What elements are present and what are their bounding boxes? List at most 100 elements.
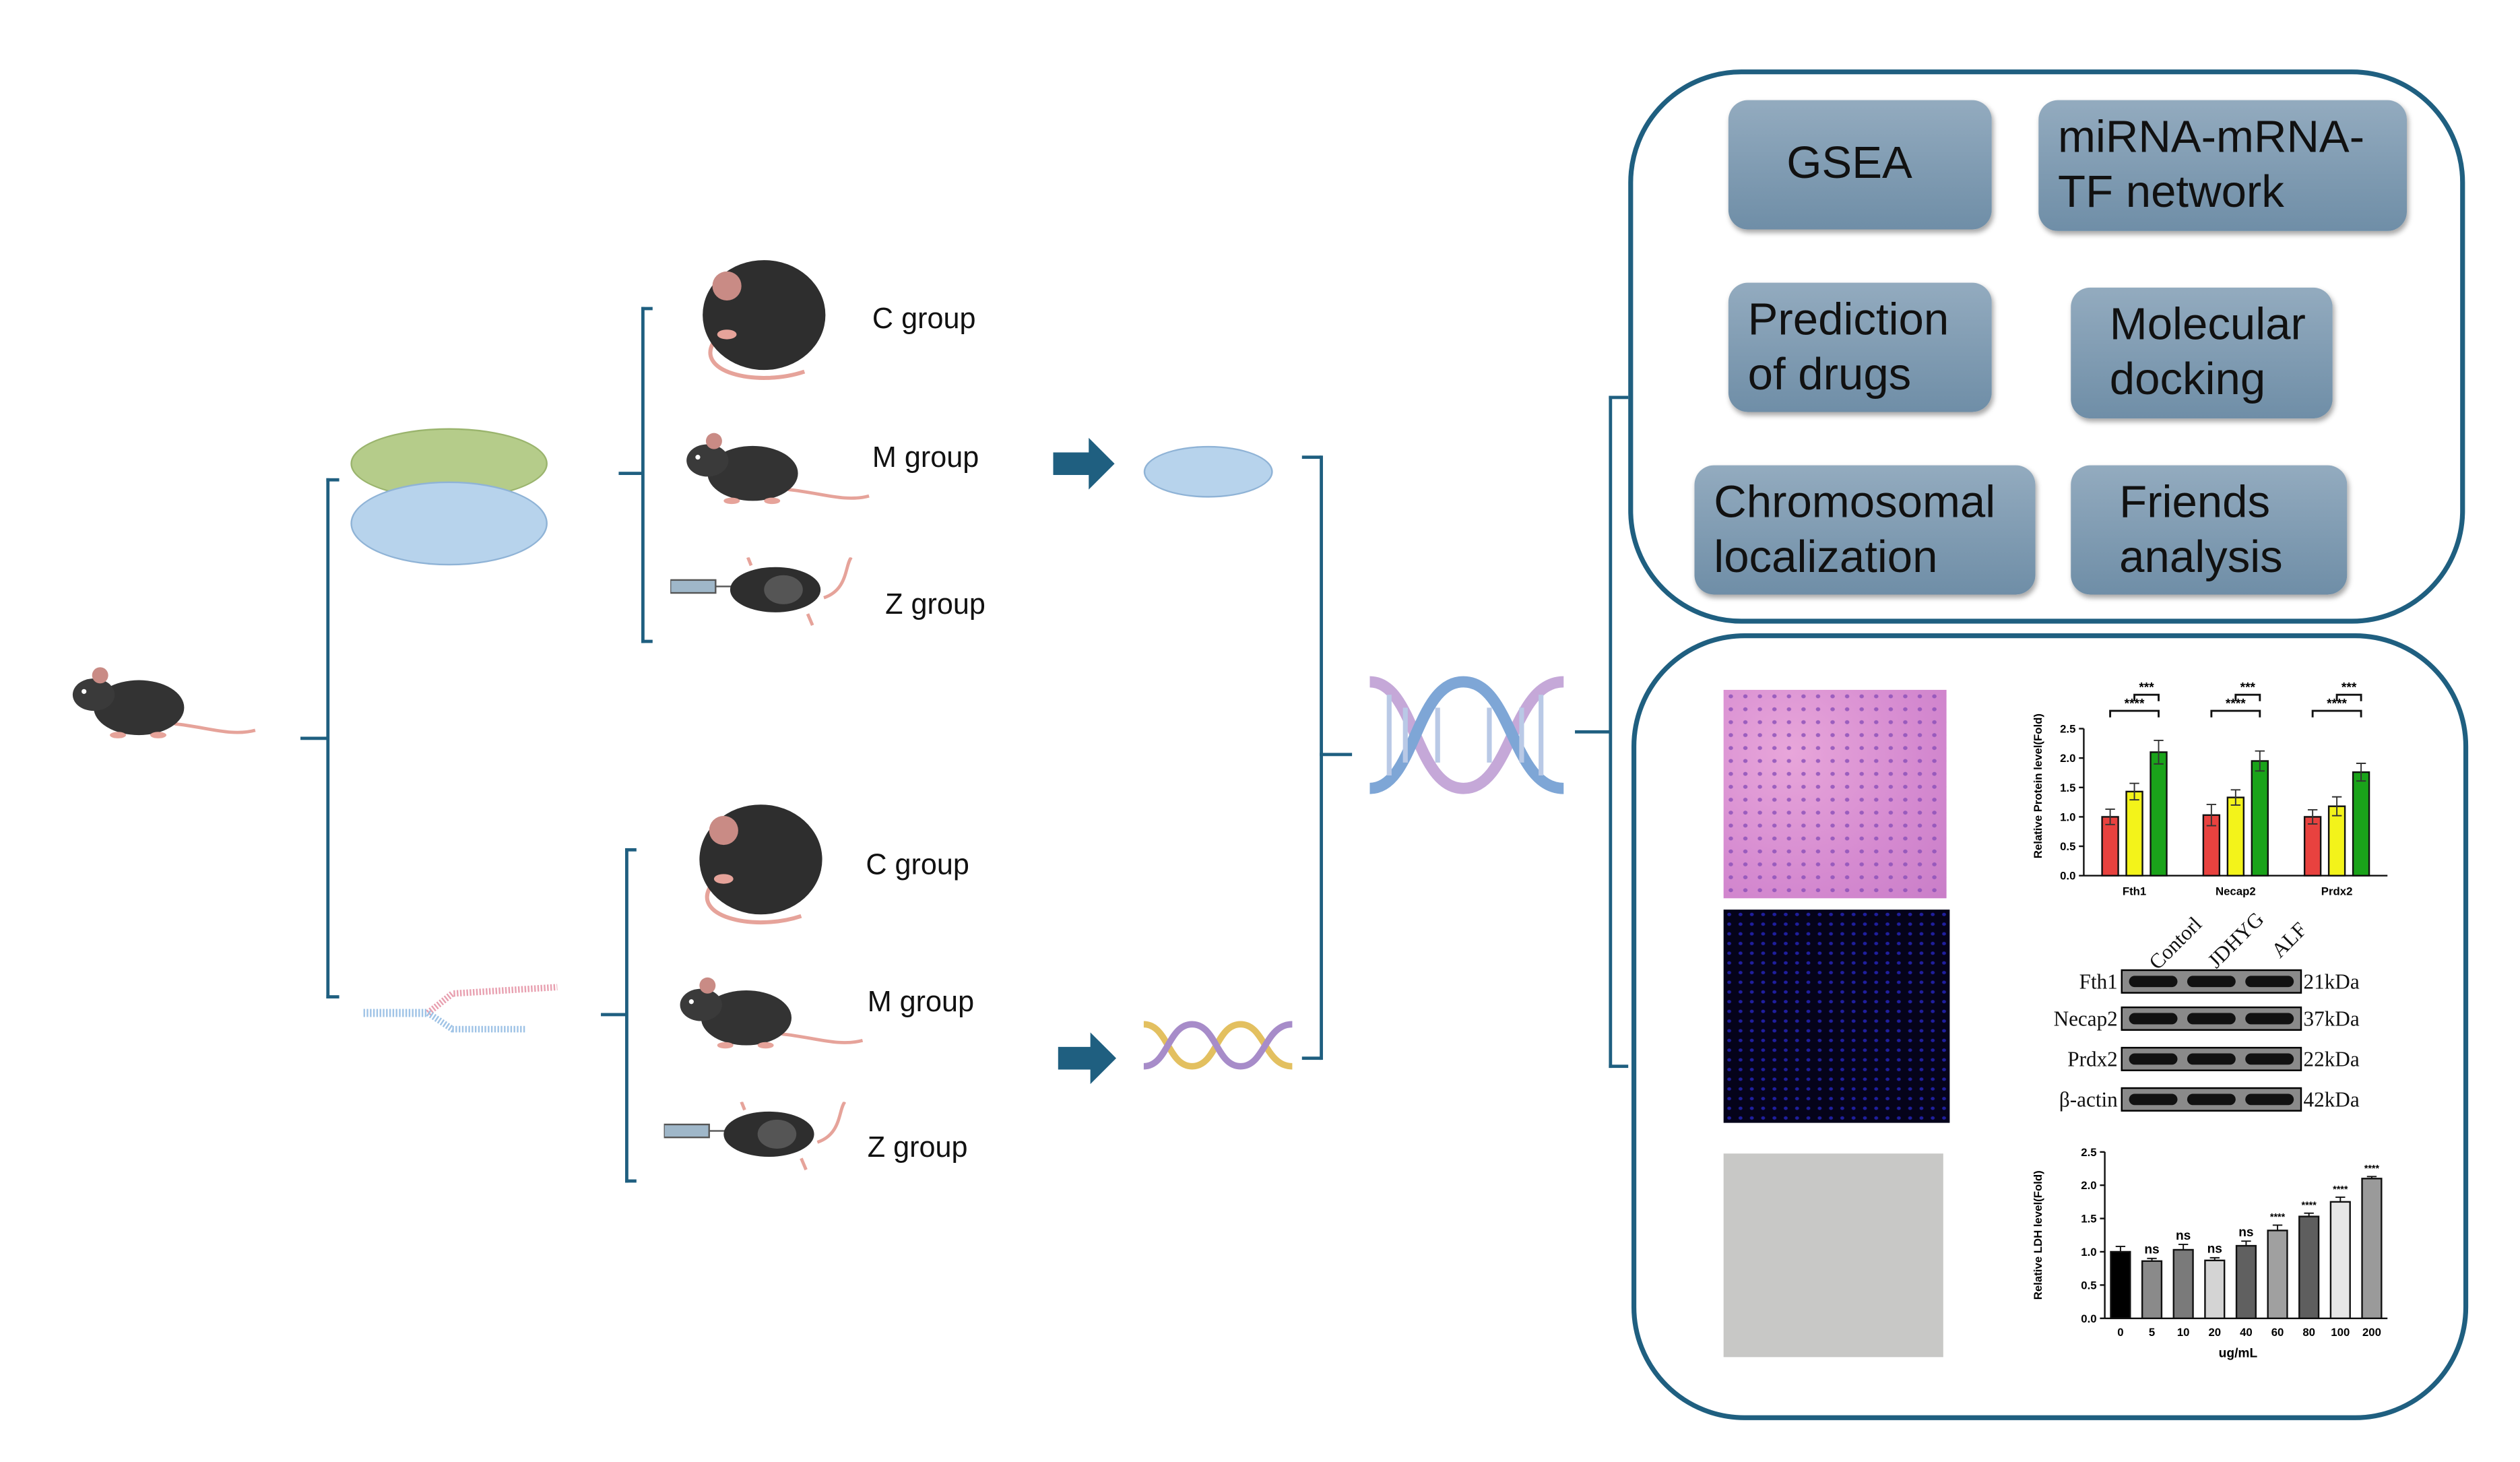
blot-band [2187, 976, 2236, 988]
y-tick-label: 1.0 [2081, 1246, 2096, 1259]
blot-size-label: 21kDa [2303, 969, 2360, 994]
blot-band [2129, 1093, 2178, 1106]
significance-label: *** [2341, 680, 2357, 695]
error-bar [2115, 1246, 2126, 1252]
y-axis-label: Relative Protein level(Fold) [2032, 713, 2044, 858]
bar [2172, 1248, 2194, 1319]
bar [2226, 796, 2245, 877]
y-axis-label: Relative LDH level(Fold) [2032, 1170, 2044, 1300]
error-bar [2230, 789, 2241, 806]
mouse-c-icon [691, 251, 837, 388]
error-bar [2255, 750, 2265, 772]
blot-band [2245, 1013, 2294, 1025]
significance-label: **** [2270, 1212, 2286, 1223]
x-tick-label: 200 [2362, 1326, 2381, 1339]
analysis-chromosomal-localization: Chromosomal localization [1694, 465, 2036, 595]
bioinformatics-panel [1628, 69, 2465, 624]
blot-strip [2121, 1006, 2302, 1031]
blot-size-label: 42kDa [2303, 1087, 2360, 1112]
rna-strand-icon [363, 984, 558, 1033]
bracket-tick [641, 639, 653, 643]
analysis-friends: Friends analysis [2071, 465, 2348, 595]
tissue-ellipse-blue [350, 481, 548, 566]
mouse-injection-icon [664, 1102, 850, 1207]
significance-bracket [2335, 693, 2362, 701]
dna-helix-icon [1369, 676, 1565, 794]
x-tick-label: 0 [2117, 1326, 2123, 1339]
bar [2267, 1230, 2288, 1319]
bar [2361, 1178, 2383, 1319]
sample-ellipse [1143, 445, 1273, 498]
error-bar [2356, 763, 2366, 782]
arrow-right-icon [1058, 1032, 1117, 1085]
group-label-z: Z group [867, 1131, 968, 1164]
x-tick-label: 60 [2271, 1326, 2284, 1339]
bracket-tick [326, 478, 340, 482]
error-bar [2209, 1257, 2220, 1261]
significance-label: ns [2144, 1243, 2159, 1257]
bracket-tick [1301, 455, 1322, 459]
he-stain-image [1723, 689, 1947, 899]
validation-panel [1631, 633, 2469, 1420]
blot-band [2129, 1013, 2178, 1025]
error-bar [2206, 804, 2217, 827]
blot-strip [2121, 1087, 2302, 1112]
y-tick-label: 1.5 [2081, 1213, 2096, 1226]
x-tick-label: 20 [2208, 1326, 2221, 1339]
error-bar [2105, 808, 2115, 825]
y-tick-label: 2.5 [2060, 722, 2075, 735]
y-tick-label: 2.0 [2060, 752, 2075, 765]
y-tick-label: 1.0 [2060, 811, 2075, 823]
bar [2303, 816, 2322, 877]
bracket-tick [326, 995, 340, 998]
arrow-right-icon [1053, 437, 1115, 490]
y-tick-label: 0.0 [2060, 870, 2075, 883]
error-bar [2178, 1244, 2189, 1250]
significance-label: ns [2238, 1226, 2253, 1240]
x-tick-label: Necap2 [2216, 885, 2256, 897]
mouse-m-icon [675, 412, 877, 509]
blot-protein-label: Necap2 [2053, 1006, 2118, 1031]
bar [2150, 751, 2168, 877]
bar [2327, 805, 2346, 877]
y-tick-label: 0.5 [2081, 1279, 2096, 1292]
blot-band [2129, 976, 2178, 988]
connector-line [1575, 730, 1611, 734]
bar [2298, 1215, 2320, 1319]
bar [2235, 1244, 2257, 1319]
error-bar [2147, 1257, 2157, 1261]
analysis-mirna-network: miRNA-mRNA-TF network [2038, 100, 2408, 231]
bracket-analysis [1609, 395, 1613, 1069]
x-tick-label: Prdx2 [2321, 885, 2353, 897]
x-axis-label: ug/mL [2219, 1346, 2258, 1360]
bracket-top-groups [641, 307, 645, 643]
y-tick-label: 2.0 [2081, 1179, 2096, 1192]
connector-line [1320, 753, 1353, 757]
blot-band [2187, 1093, 2236, 1106]
blot-band [2245, 1053, 2294, 1065]
group-label-c: C group [866, 848, 969, 881]
blot-protein-label: Prdx2 [2067, 1046, 2118, 1071]
blot-band [2187, 1013, 2236, 1025]
blot-band [2187, 1053, 2236, 1065]
analysis-gsea: GSEA [1728, 100, 1992, 230]
error-bar [2307, 808, 2318, 825]
bar [2110, 1250, 2131, 1319]
lane-label: ALF [2266, 917, 2312, 963]
blot-band [2245, 1093, 2294, 1106]
dna-small-icon [1143, 1021, 1293, 1070]
significance-bracket [2210, 709, 2261, 718]
lane-label: JDHYG [2202, 906, 2269, 973]
x-tick-label: Fth1 [2123, 885, 2146, 897]
significance-label: **** [2327, 697, 2347, 711]
blot-size-label: 22kDa [2303, 1046, 2360, 1071]
x-tick-label: 80 [2302, 1326, 2315, 1339]
lane-label: Contorl [2143, 912, 2207, 974]
error-bar [2129, 782, 2139, 801]
group-label-m: M group [867, 985, 975, 1018]
significance-label: ns [2207, 1242, 2222, 1257]
error-bar [2241, 1240, 2251, 1246]
error-bar [2272, 1224, 2283, 1231]
x-tick-label: 40 [2240, 1326, 2253, 1339]
